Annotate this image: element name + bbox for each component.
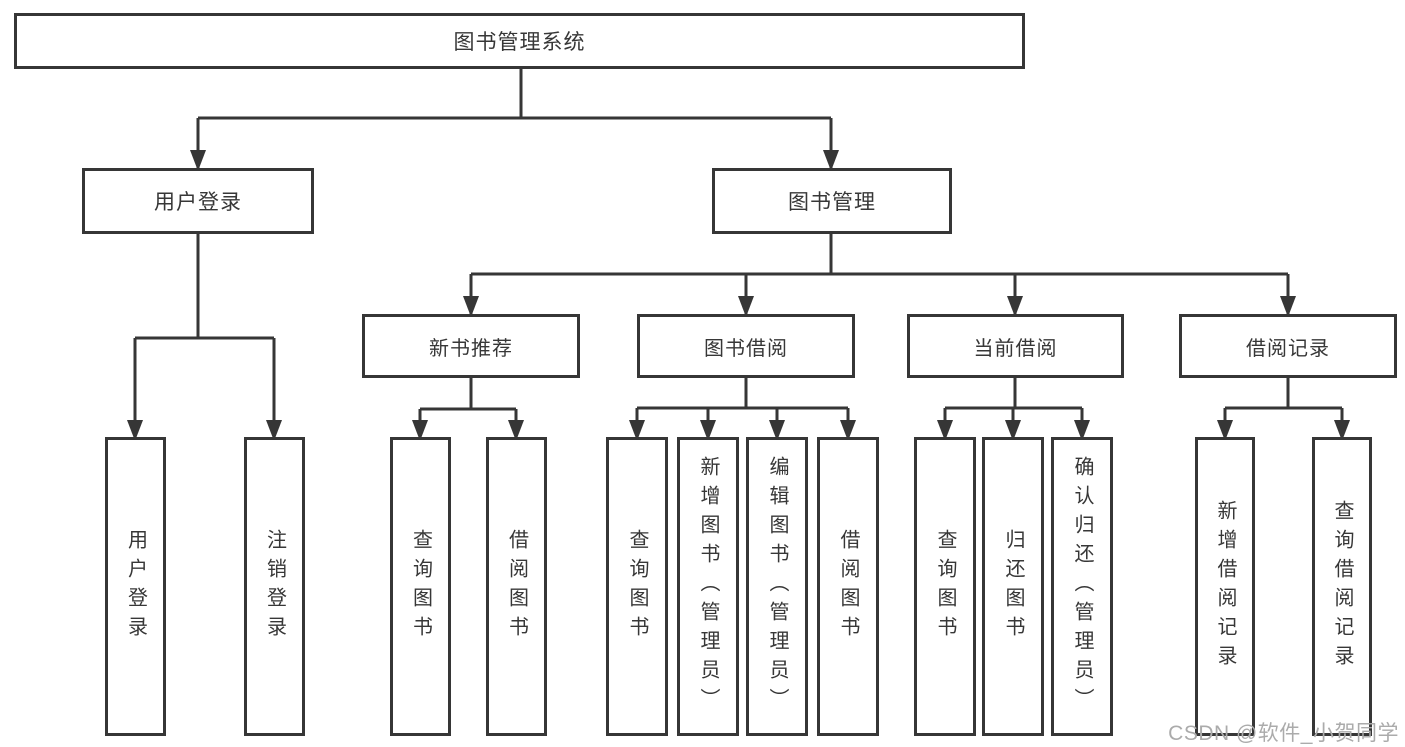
node-root: 图书管理系统 xyxy=(14,13,1025,69)
leaf-return-books: 归还图书 xyxy=(982,437,1044,736)
node-label: 编辑图书（管理员） xyxy=(766,456,788,717)
node-label: 新增借阅记录 xyxy=(1214,499,1236,674)
leaf-add-borrow-record: 新增借阅记录 xyxy=(1195,437,1255,736)
node-book-borrowing: 图书借阅 xyxy=(637,314,855,378)
leaf-query-books-current: 查询图书 xyxy=(914,437,976,736)
node-label: 用户登录 xyxy=(124,528,147,645)
node-label: 用户登录 xyxy=(154,191,242,214)
node-borrowing-records: 借阅记录 xyxy=(1179,314,1397,378)
node-new-book-recommend: 新书推荐 xyxy=(362,314,580,378)
leaf-confirm-return-admin: 确认归还（管理员） xyxy=(1051,437,1113,736)
leaf-user-login: 用户登录 xyxy=(105,437,166,736)
node-current-borrowing: 当前借阅 xyxy=(907,314,1124,378)
leaf-query-books-recommend: 查询图书 xyxy=(390,437,451,736)
node-label: 当前借阅 xyxy=(973,337,1058,360)
node-label: 图书管理系统 xyxy=(453,31,586,54)
node-label: 归还图书 xyxy=(1002,528,1024,645)
watermark-text: CSDN @软件_小贺同学 xyxy=(1168,722,1399,745)
node-label: 查询图书 xyxy=(409,528,432,645)
leaf-borrow-books-recommend: 借阅图书 xyxy=(486,437,547,736)
leaf-query-books-borrowing: 查询图书 xyxy=(606,437,668,736)
node-label: 借阅图书 xyxy=(837,528,859,645)
leaf-query-borrow-record: 查询借阅记录 xyxy=(1312,437,1372,736)
node-label: 新增图书（管理员） xyxy=(697,456,719,717)
node-user-login: 用户登录 xyxy=(82,168,314,234)
node-label: 新书推荐 xyxy=(429,337,513,360)
leaf-borrow-books: 借阅图书 xyxy=(817,437,879,736)
node-label: 图书管理 xyxy=(788,191,876,214)
node-label: 图书借阅 xyxy=(704,337,788,360)
node-label: 确认归还（管理员） xyxy=(1071,456,1093,717)
leaf-edit-book-admin: 编辑图书（管理员） xyxy=(746,437,808,736)
node-label: 查询图书 xyxy=(626,528,648,645)
node-label: 查询图书 xyxy=(934,528,956,645)
node-label: 借阅图书 xyxy=(505,528,528,645)
leaf-logout: 注销登录 xyxy=(244,437,305,736)
leaf-add-book-admin: 新增图书（管理员） xyxy=(677,437,739,736)
node-label: 查询借阅记录 xyxy=(1331,499,1353,674)
node-book-management: 图书管理 xyxy=(712,168,952,234)
node-label: 借阅记录 xyxy=(1246,337,1330,360)
node-label: 注销登录 xyxy=(263,528,286,645)
